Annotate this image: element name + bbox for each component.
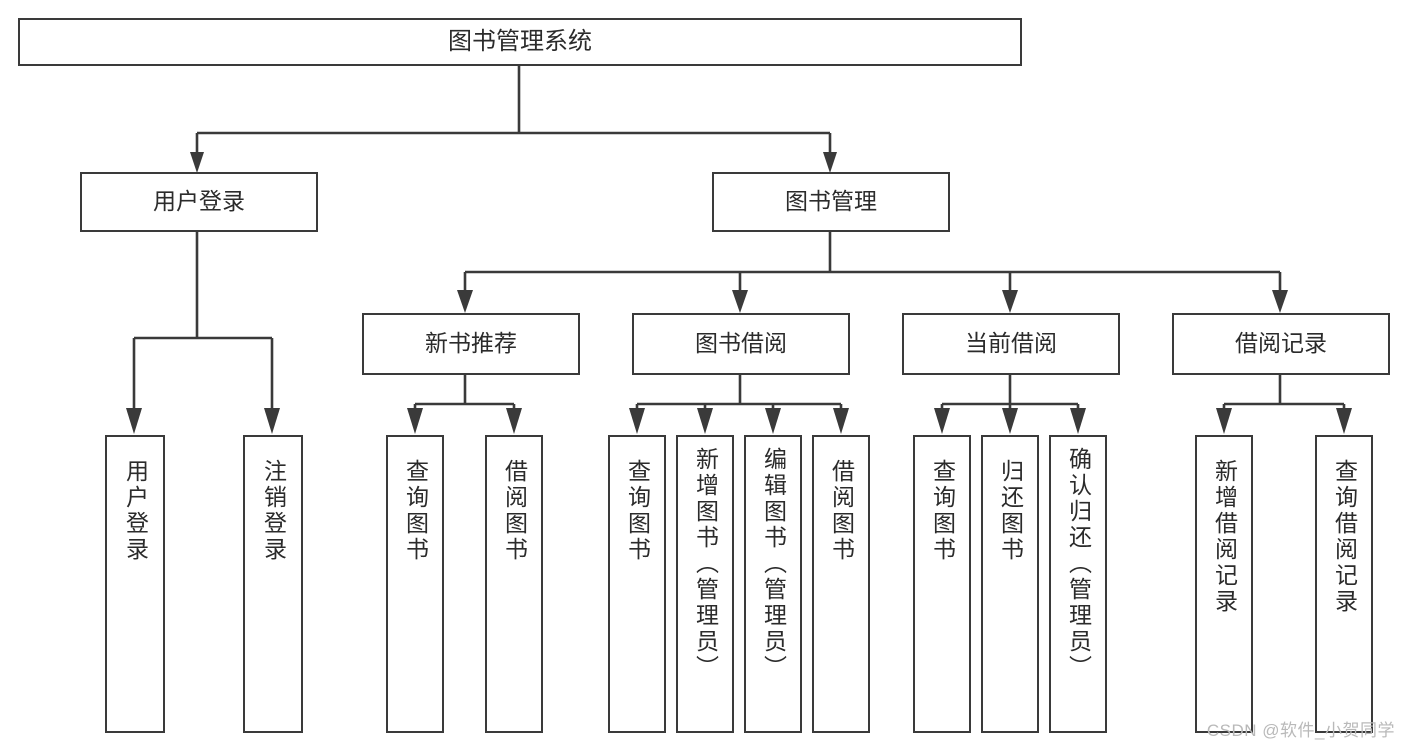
arrow-leaf-query-record [1336,408,1352,434]
node-leaf-edit-book[interactable]: 编辑图书（管理员） [744,435,802,733]
node-user-login-label: 用户登录 [153,188,245,215]
node-leaf-add-book-label: 新增图书（管理员） [692,447,719,681]
node-leaf-return-book[interactable]: 归还图书 [981,435,1039,733]
node-leaf-query-book-2[interactable]: 查询图书 [608,435,666,733]
node-leaf-confirm-return[interactable]: 确认归还（管理员） [1049,435,1107,733]
arrow-leaf-add-book [697,408,713,434]
node-leaf-confirm-return-label: 确认归还（管理员） [1065,447,1092,681]
node-leaf-borrow-book-1-label: 借阅图书 [501,459,528,563]
node-leaf-edit-book-label: 编辑图书（管理员） [760,447,787,681]
arrow-book-borrow [732,290,748,313]
node-leaf-query-record-label: 查询借阅记录 [1331,459,1358,615]
node-borrow-record-label: 借阅记录 [1235,330,1327,357]
node-book-manage-label: 图书管理 [785,188,877,215]
node-user-login[interactable]: 用户登录 [80,172,318,232]
node-book-borrow-label: 图书借阅 [695,330,787,357]
arrow-leaf-query-book-3 [934,408,950,434]
node-leaf-logout-login[interactable]: 注销登录 [243,435,303,733]
arrow-user-login [190,152,204,173]
node-leaf-return-book-label: 归还图书 [997,459,1024,563]
node-leaf-borrow-book-1[interactable]: 借阅图书 [485,435,543,733]
node-leaf-logout-login-label: 注销登录 [260,459,287,563]
arrow-leaf-add-record [1216,408,1232,434]
arrow-leaf-borrow-book-2 [833,408,849,434]
node-root-label: 图书管理系统 [448,27,592,55]
node-leaf-query-book-1[interactable]: 查询图书 [386,435,444,733]
arrow-leaf-query-book-2 [629,408,645,434]
arrow-leaf-confirm-return [1070,408,1086,434]
node-leaf-borrow-book-2-label: 借阅图书 [828,459,855,563]
node-leaf-query-book-1-label: 查询图书 [402,459,429,563]
node-root[interactable]: 图书管理系统 [18,18,1022,66]
arrow-book-manage [823,152,837,173]
arrow-leaf-logout-login [264,408,280,434]
node-leaf-user-login[interactable]: 用户登录 [105,435,165,733]
node-book-borrow[interactable]: 图书借阅 [632,313,850,375]
node-leaf-add-record-label: 新增借阅记录 [1211,459,1238,615]
arrow-leaf-user-login [126,408,142,434]
node-current-borrow-label: 当前借阅 [965,330,1057,357]
node-leaf-borrow-book-2[interactable]: 借阅图书 [812,435,870,733]
arrow-leaf-edit-book [765,408,781,434]
node-leaf-query-book-3-label: 查询图书 [929,459,956,563]
node-book-manage[interactable]: 图书管理 [712,172,950,232]
node-leaf-query-book-3[interactable]: 查询图书 [913,435,971,733]
node-current-borrow[interactable]: 当前借阅 [902,313,1120,375]
node-new-book-recommend-label: 新书推荐 [425,330,517,357]
node-leaf-query-record[interactable]: 查询借阅记录 [1315,435,1373,733]
arrow-leaf-borrow-book-1 [506,408,522,434]
arrow-leaf-return-book [1002,408,1018,434]
node-new-book-recommend[interactable]: 新书推荐 [362,313,580,375]
node-leaf-query-book-2-label: 查询图书 [624,459,651,563]
arrow-borrow-record [1272,290,1288,313]
node-leaf-user-login-label: 用户登录 [122,459,149,563]
node-leaf-add-record[interactable]: 新增借阅记录 [1195,435,1253,733]
arrow-new-book-recommend [457,290,473,313]
node-leaf-add-book[interactable]: 新增图书（管理员） [676,435,734,733]
csdn-watermark: CSDN @软件_小贺同学 [1206,721,1395,740]
arrow-leaf-query-book-1 [407,408,423,434]
arrow-current-borrow [1002,290,1018,313]
node-borrow-record[interactable]: 借阅记录 [1172,313,1390,375]
